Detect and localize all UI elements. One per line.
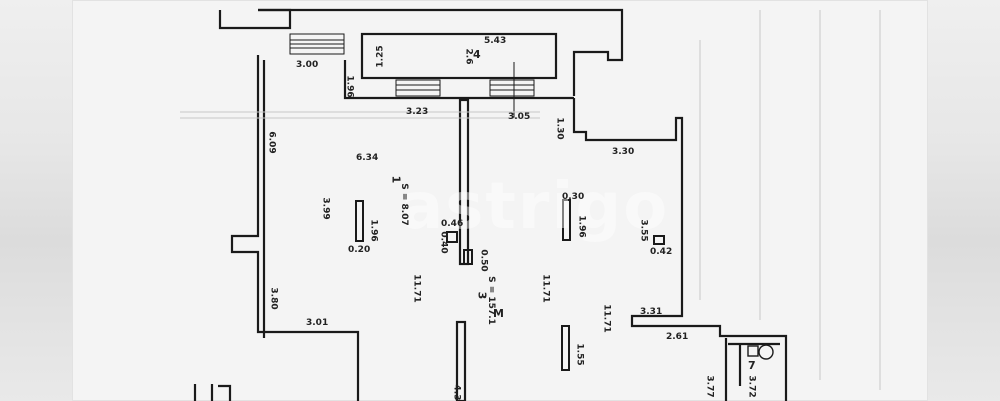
wall-left [230,55,360,401]
window-2 [395,79,441,97]
dim-2-6: 2.6 [463,48,474,65]
column-4 [446,231,458,243]
dim-3-30: 3.30 [612,147,635,157]
wall-top [258,8,624,96]
column-2 [562,199,571,241]
dim-0-40: 0.40 [438,231,449,254]
wall-right [572,98,788,401]
window-1 [289,33,345,55]
dim-1-55: 1.55 [574,343,585,366]
dim-3-23: 3.23 [406,107,429,117]
dim-11-71-mid: 11.71 [540,274,551,303]
dim-3-80: 3.80 [268,287,279,310]
column-6 [653,235,665,245]
dim-3-55: 3.55 [638,219,649,242]
dim-6-34: 6.34 [356,153,379,163]
room-mark-7: 7 [748,359,756,372]
dim-area-1: S = 8.07 [398,183,409,226]
dim-4-3: 4.3 [451,384,462,401]
dim-3-00-top: 3.00 [296,60,319,70]
wall-corridor [343,60,574,100]
dim-3-31: 3.31 [640,307,663,317]
dim-3-72: 3.72 [746,375,757,398]
room-mark-4: 4 [473,48,481,61]
room-mark-main: M [493,307,504,320]
room-mark-1: 1 [389,175,403,184]
window-3 [489,79,535,97]
dim-0-46: 0.46 [441,219,464,229]
dim-11-71-right: 11.71 [601,304,612,333]
dim-3-01: 3.01 [306,318,329,328]
toilet-bowl [758,344,774,360]
dim-6-09: 6.09 [266,131,277,154]
dim-1-30: 1.30 [554,117,565,140]
dim-3-77: 3.77 [704,375,715,398]
column-5 [463,249,473,265]
dim-5-43: 5.43 [484,36,507,46]
dim-11-71-left: 11.71 [411,274,422,303]
dim-3-05: 3.05 [508,112,531,122]
dim-0-20: 0.20 [348,245,371,255]
dim-1-96-col2: 1.96 [576,215,587,238]
dim-1-96-col1: 1.96 [368,219,379,242]
partition-central-lower [455,320,467,401]
dim-0-42: 0.42 [650,247,673,257]
dim-area-3: S = 157.1 [485,276,496,325]
dim-1-96: 1.96 [344,75,355,98]
dim-2-61: 2.61 [666,332,689,342]
dim-3-99: 3.99 [320,197,331,220]
dim-1-25: 1.25 [375,45,386,68]
dim-0-50: 0.50 [478,249,489,272]
wall-top-left [218,8,292,30]
column-1 [355,200,364,242]
watermark: astrigo [400,170,670,244]
paper-sheet [72,0,928,401]
dim-0-30: 0.30 [562,192,585,202]
wall-top-inner [360,32,558,80]
column-3 [561,325,570,371]
